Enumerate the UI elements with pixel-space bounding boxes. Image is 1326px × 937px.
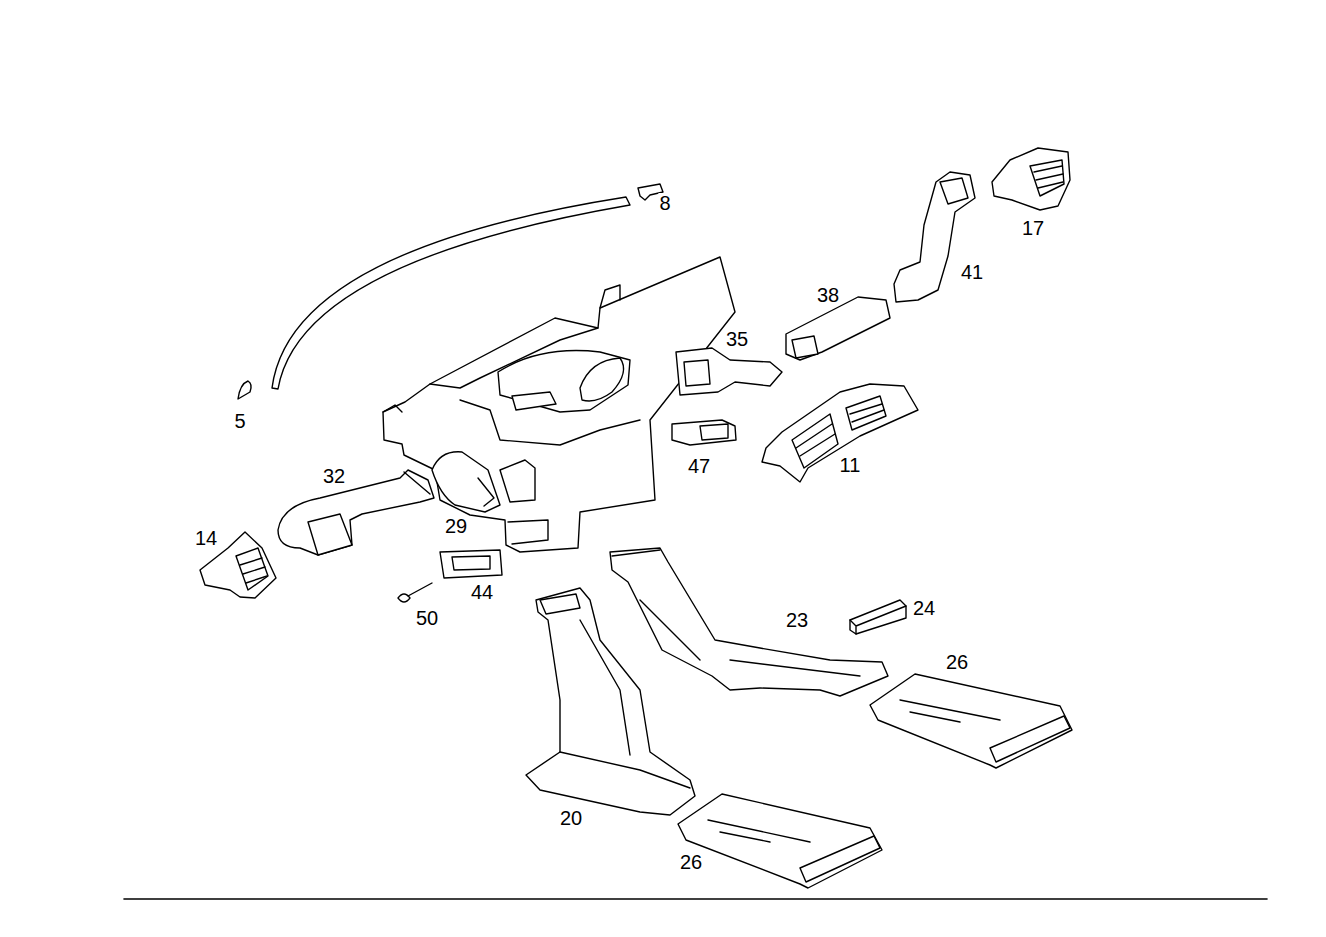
housing-edge bbox=[600, 285, 620, 308]
callout-number: 38 bbox=[816, 285, 840, 305]
callout-number: 11 bbox=[839, 455, 862, 475]
vent-louvres bbox=[1030, 160, 1064, 196]
callout-number: 35 bbox=[725, 329, 749, 349]
duct-opening bbox=[990, 716, 1070, 762]
center-vent bbox=[762, 384, 918, 482]
duct-opening bbox=[540, 594, 580, 614]
vent-louvres bbox=[796, 404, 884, 456]
duct-opening bbox=[308, 514, 352, 555]
housing-outlet bbox=[508, 520, 548, 544]
callout-number: 14 bbox=[194, 528, 218, 548]
vent-louvres bbox=[240, 558, 267, 583]
callout-number: 47 bbox=[687, 456, 711, 476]
callout-number: 41 bbox=[960, 262, 984, 282]
clip-bracket bbox=[700, 424, 728, 440]
duct-opening bbox=[940, 178, 968, 204]
callout-number: 50 bbox=[415, 608, 439, 628]
duct-edge bbox=[900, 700, 1000, 722]
callout-number: 29 bbox=[444, 516, 468, 536]
duct-elbow bbox=[432, 452, 500, 512]
vent-louvres bbox=[1034, 166, 1063, 188]
side-duct bbox=[894, 172, 975, 302]
rear-floor-duct bbox=[610, 548, 888, 696]
callout-number: 23 bbox=[785, 610, 809, 630]
screw bbox=[408, 583, 432, 596]
housing-edge bbox=[383, 405, 402, 412]
housing-outlet bbox=[498, 351, 630, 412]
duct-edge bbox=[404, 472, 430, 494]
callout-number: 44 bbox=[470, 582, 494, 602]
housing-outlet bbox=[512, 392, 556, 410]
callout-number: 5 bbox=[233, 411, 246, 431]
floor-duct-extension bbox=[678, 794, 882, 888]
vent-louvres bbox=[236, 548, 268, 590]
duct-opening bbox=[684, 360, 710, 386]
housing-outlet bbox=[580, 358, 624, 401]
duct-opening bbox=[792, 336, 818, 358]
center-duct bbox=[786, 297, 890, 360]
duct-opening bbox=[800, 836, 880, 882]
callout-number: 32 bbox=[322, 466, 346, 486]
callout-number: 24 bbox=[912, 598, 936, 618]
duct-edge bbox=[560, 620, 690, 788]
side-vent bbox=[992, 148, 1070, 210]
floor-duct-extension bbox=[870, 674, 1072, 768]
callout-number: 26 bbox=[679, 852, 703, 872]
small-vent bbox=[440, 550, 502, 578]
small-vent bbox=[452, 556, 490, 570]
clip-bracket bbox=[672, 420, 736, 445]
duct-edge bbox=[708, 820, 810, 842]
housing-outlet bbox=[500, 460, 535, 502]
callout-number: 8 bbox=[658, 193, 671, 213]
front-floor-duct bbox=[526, 588, 695, 815]
callout-number: 20 bbox=[559, 808, 583, 828]
vent-louvres bbox=[792, 414, 838, 468]
duct-edge bbox=[612, 550, 860, 676]
foam-block bbox=[850, 600, 906, 634]
side-duct bbox=[278, 470, 434, 555]
callout-number: 17 bbox=[1021, 218, 1045, 238]
foam-block bbox=[850, 606, 906, 634]
duct-edge bbox=[478, 478, 494, 506]
air-distribution-housing bbox=[383, 257, 735, 552]
duct-adapter bbox=[676, 348, 782, 395]
callout-number: 26 bbox=[945, 652, 969, 672]
clip-part bbox=[238, 381, 251, 399]
page-rule bbox=[124, 898, 1267, 900]
